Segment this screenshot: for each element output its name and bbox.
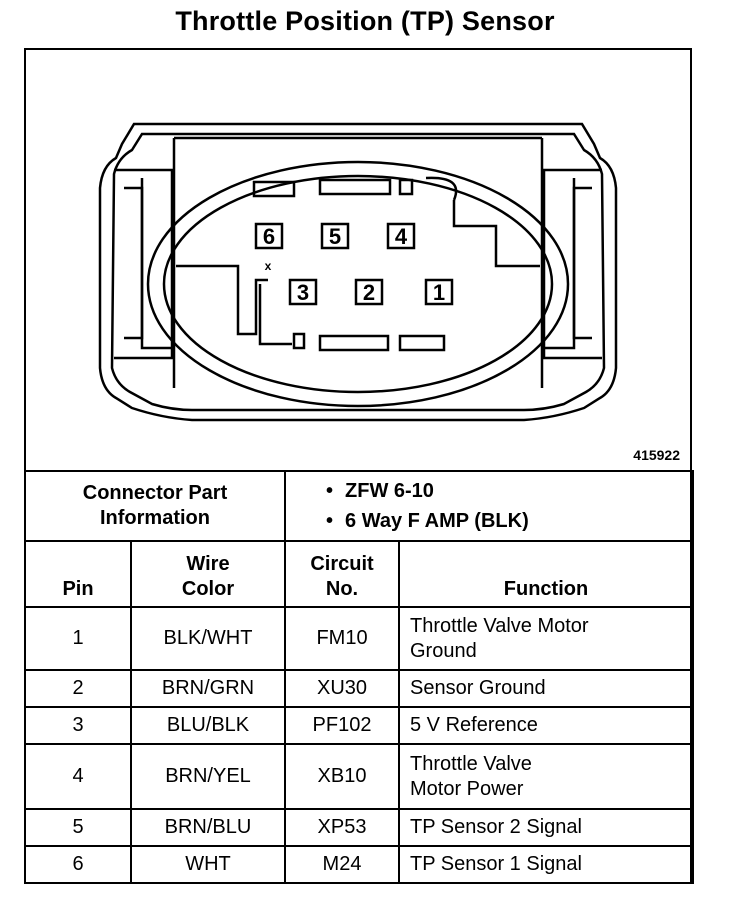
wire-color-cell: BRN/GRN	[130, 669, 286, 708]
function-cell: 5 V Reference	[397, 706, 695, 745]
bottom-slot-left	[292, 332, 306, 350]
circuit-cell: PF102	[284, 706, 400, 745]
keying-line-right	[452, 200, 540, 268]
top-slot-small	[398, 178, 414, 196]
wire-color-cell: BRN/BLU	[130, 808, 286, 847]
pin-box-1	[424, 278, 454, 306]
pin-cell: 3	[24, 706, 132, 745]
right-latch	[542, 168, 602, 360]
pin-label-5: 5	[329, 224, 341, 249]
pin-label-2: 2	[363, 280, 375, 305]
function-cell: Sensor Ground	[397, 669, 695, 708]
bottom-slot-center	[318, 334, 390, 352]
function-cell: TP Sensor 2 Signal	[397, 808, 695, 847]
pin-cell: 5	[24, 808, 132, 847]
pin-label-1: 1	[433, 280, 445, 305]
connector-info-items: ZFW 6-10 6 Way F AMP (BLK)	[283, 470, 695, 542]
connector-body	[172, 136, 544, 388]
figure-number: 415922	[633, 447, 680, 463]
pin-box-2	[354, 278, 384, 306]
connector-info-label: Connector Part Information	[24, 470, 286, 542]
top-slot-left	[252, 180, 296, 198]
connector-housing-outer	[98, 122, 618, 422]
circuit-cell: XU30	[284, 669, 400, 708]
col-header-function: Function	[397, 540, 695, 608]
function-cell: TP Sensor 1 Signal	[397, 845, 695, 884]
circuit-cell: XB10	[284, 743, 400, 810]
wire-color-cell: WHT	[130, 845, 286, 884]
table-row: 5 BRN/BLU XP53 TP Sensor 2 Signal	[24, 808, 695, 847]
pin-cell: 6	[24, 845, 132, 884]
keying-line-left	[176, 264, 268, 336]
pin-box-5	[320, 222, 350, 250]
connector-face-outer	[146, 160, 570, 408]
pin-box-4	[386, 222, 416, 250]
connector-info-row: Connector Part Information ZFW 6-10 6 Wa…	[24, 470, 695, 542]
figure-frame	[24, 48, 692, 884]
page-title: Throttle Position (TP) Sensor	[175, 6, 555, 36]
circuit-cell: XP53	[284, 808, 400, 847]
connector-housing-inner	[110, 132, 606, 412]
connector-info-item: 6 Way F AMP (BLK)	[326, 506, 692, 536]
pin-label-3: 3	[297, 280, 309, 305]
table-row: 6 WHT M24 TP Sensor 1 Signal	[24, 845, 695, 884]
wire-color-cell: BRN/YEL	[130, 743, 286, 810]
circuit-cell: M24	[284, 845, 400, 884]
pin-1-marker: x	[265, 259, 272, 273]
connector-face-inner	[162, 174, 554, 394]
pin-cell: 4	[24, 743, 132, 810]
wire-color-cell: BLU/BLK	[130, 706, 286, 745]
left-latch	[114, 168, 174, 360]
pin-cell: 1	[24, 606, 132, 671]
wire-color-cell: BLK/WHT	[130, 606, 286, 671]
pin-box-3	[288, 278, 318, 306]
table-row: 3 BLU/BLK PF102 5 V Reference	[24, 706, 695, 745]
keying-line-bottom	[258, 284, 292, 346]
top-slot-center	[318, 178, 392, 196]
connector-info-item: ZFW 6-10	[326, 476, 692, 506]
pin-cell: 2	[24, 669, 132, 708]
pin-box-6	[254, 222, 284, 250]
left-latch-tab	[124, 186, 144, 340]
pinout-table: Connector Part Information ZFW 6-10 6 Wa…	[24, 470, 695, 884]
col-header-pin: Pin	[24, 540, 132, 608]
circuit-cell: FM10	[284, 606, 400, 671]
keying-corner	[425, 176, 458, 201]
connector-diagram: 6 5 4 3 2 1 x	[98, 122, 618, 422]
bottom-slot-right	[398, 334, 446, 352]
right-latch-tab	[572, 186, 592, 340]
pin-label-4: 4	[395, 224, 408, 249]
pin-label-6: 6	[263, 224, 275, 249]
table-row: 2 BRN/GRN XU30 Sensor Ground	[24, 669, 695, 708]
